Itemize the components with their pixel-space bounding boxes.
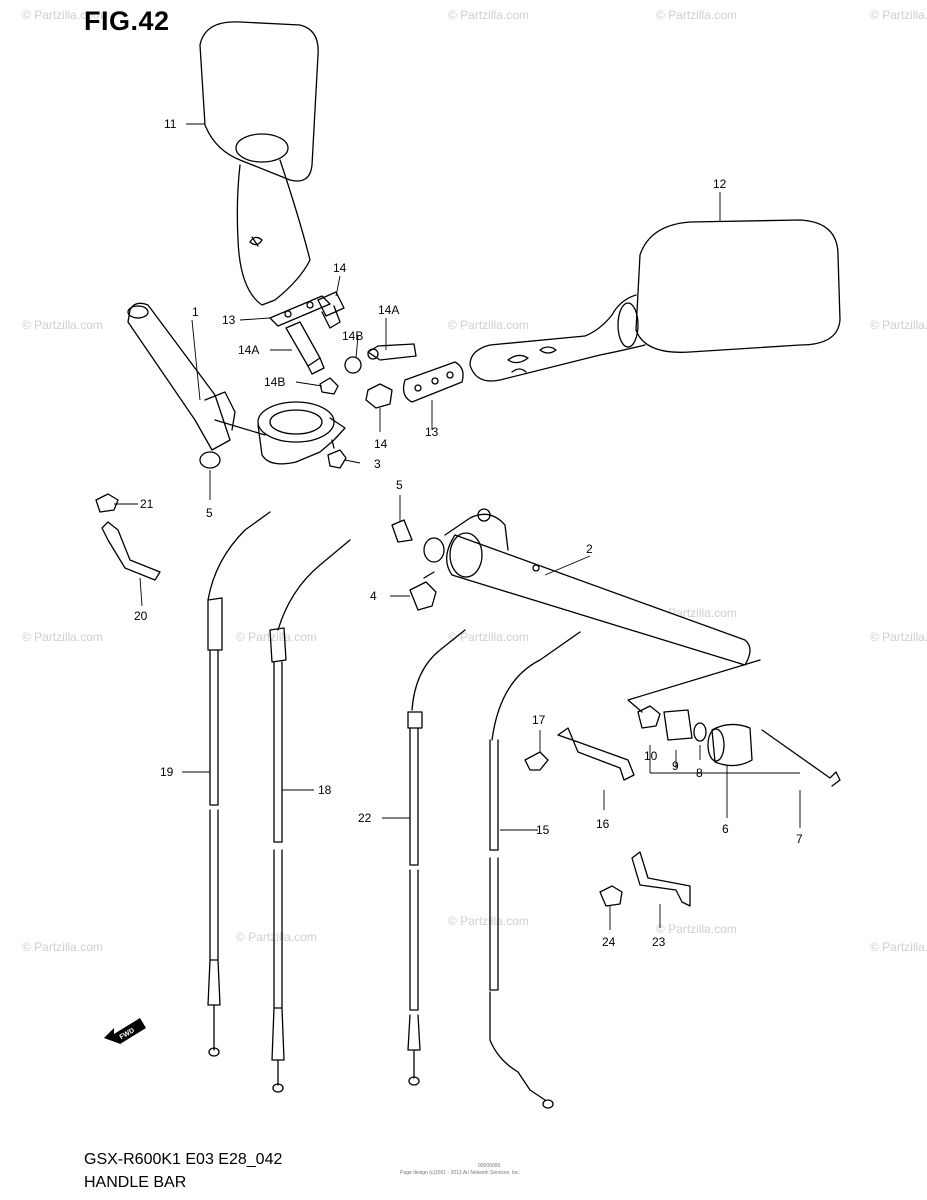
- section-name: HANDLE BAR: [84, 1174, 187, 1191]
- figure-title: FIG.42: [84, 6, 170, 36]
- watermark: © Partzilla.com: [870, 940, 927, 954]
- rubber-damper: [663, 709, 693, 741]
- watermark: © Partzilla.com: [448, 318, 529, 332]
- clutch-cable: [489, 631, 581, 1109]
- callout-label: 14A: [378, 303, 399, 317]
- bar-end-cap: [199, 451, 221, 469]
- callout-label: 13: [425, 425, 439, 439]
- cable-guide: [557, 727, 635, 781]
- callout-label: 22: [358, 811, 372, 825]
- callout-label: 14: [333, 261, 347, 275]
- fine-print-copyright: Page design (c)2001 - 2013 Ari Network S…: [400, 1170, 521, 1176]
- callout-label: 19: [160, 765, 174, 779]
- callout-label: 1: [192, 305, 199, 319]
- mirror-bolt: [317, 291, 345, 329]
- callout-label: 12: [713, 177, 727, 191]
- mirror-bolt: [365, 383, 393, 409]
- callout-label: 2: [586, 542, 593, 556]
- left-handlebar-part: [127, 302, 346, 465]
- callout-label: 13: [222, 313, 236, 327]
- callout-label: 20: [134, 609, 148, 623]
- fine-print-ref: 00000000: [478, 1163, 501, 1169]
- callout-label: 15: [536, 823, 550, 837]
- callout-label: 9: [672, 759, 679, 773]
- callout-label: 14B: [342, 329, 363, 343]
- callout-label: 14A: [238, 343, 259, 357]
- right-handlebar-part: [423, 508, 751, 666]
- callout-label: 24: [602, 935, 616, 949]
- callout-label: 21: [140, 497, 154, 511]
- callout-label: 8: [696, 766, 703, 780]
- cable-clamp: [631, 851, 691, 907]
- bracket-bolt: [95, 493, 119, 513]
- clamp-bolt: [327, 439, 347, 469]
- watermark: © Partzilla.com: [656, 8, 737, 22]
- holder-bolt: [409, 571, 437, 611]
- watermark: © Partzilla.com: [22, 8, 103, 22]
- watermark: © Partzilla.com: [236, 930, 317, 944]
- watermark: © Partzilla.com: [870, 630, 927, 644]
- throttle-cable-return: [269, 539, 351, 1093]
- callout-label: 5: [396, 478, 403, 492]
- watermark: © Partzilla.com: [656, 922, 737, 936]
- balancer-part: [707, 723, 753, 767]
- mirror-bolt: [367, 343, 417, 361]
- mirror-base-plate: [402, 361, 464, 403]
- watermark: © Partzilla.com: [22, 318, 103, 332]
- spacer-ring: [693, 722, 707, 742]
- watermark: © Partzilla.com: [448, 914, 529, 928]
- throttle-cable-pull: [207, 511, 271, 1057]
- callout-label: 17: [532, 713, 546, 727]
- callout-label: 6: [722, 822, 729, 836]
- leader-lines: [114, 123, 801, 930]
- callout-label: 16: [596, 817, 610, 831]
- callout-label: 14B: [264, 375, 285, 389]
- mirror-base-plate: [269, 295, 331, 327]
- cable-bracket: [101, 521, 161, 581]
- cut-line: [627, 659, 761, 713]
- mirror-nut: [319, 377, 339, 395]
- bar-end-cap: [391, 519, 413, 543]
- callout-label: 4: [370, 589, 377, 603]
- callout-label: 11: [164, 117, 177, 131]
- callout-label: 3: [374, 457, 381, 471]
- mirror-bolt: [285, 321, 325, 375]
- balancer-nut: [637, 705, 661, 729]
- callout-label: 18: [318, 783, 332, 797]
- watermark: © Partzilla.com: [22, 630, 103, 644]
- choke-cable: [407, 629, 466, 1086]
- guide-screw: [524, 751, 549, 771]
- left-mirror-part: [199, 21, 319, 306]
- watermark: © Partzilla.com: [448, 630, 529, 644]
- callout-label: 10: [644, 749, 658, 763]
- balancer-screw: [761, 729, 841, 787]
- watermark: © Partzilla.com: [236, 630, 317, 644]
- forward-direction-badge: FWD: [104, 1018, 146, 1046]
- right-mirror-part: [469, 219, 841, 382]
- callout-label: 23: [652, 935, 666, 949]
- watermark: © Partzilla.com: [22, 940, 103, 954]
- callout-label: 5: [206, 506, 213, 520]
- watermark: © Partzilla.com: [870, 318, 927, 332]
- watermark: © Partzilla.com: [870, 8, 927, 22]
- callout-label: 14: [374, 437, 388, 451]
- clamp-bolt: [599, 885, 623, 907]
- watermark: © Partzilla.com: [448, 8, 529, 22]
- model-code: GSX-R600K1 E03 E28_042: [84, 1151, 283, 1168]
- callout-label: 7: [796, 832, 803, 846]
- mirror-nut: [344, 356, 362, 374]
